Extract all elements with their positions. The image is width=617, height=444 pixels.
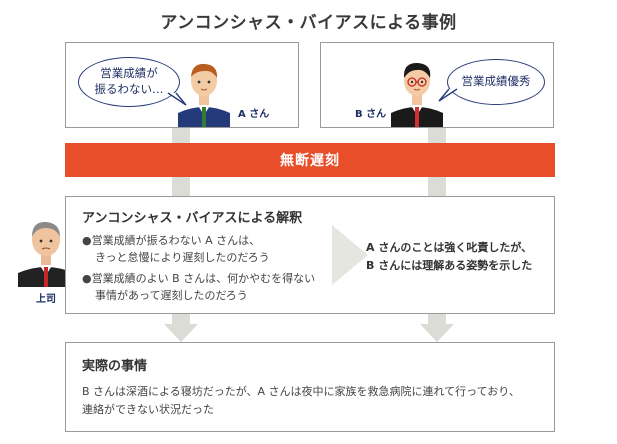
person-b-speech-bubble: 営業成績優秀 — [447, 59, 545, 105]
arrow-down-icon — [420, 324, 454, 342]
bubble-tail-icon — [167, 92, 187, 106]
fact-title: 実際の事情 — [82, 359, 148, 374]
boss-avatar — [18, 221, 74, 287]
connector-b-bottom — [428, 313, 446, 327]
boss-label: 上司 — [36, 294, 56, 305]
interpretation-panel: アンコンシャス・バイアスによる解釈 ●営業成績が振るわない A さんは、 きっと… — [65, 196, 555, 314]
person-a-speech-bubble: 営業成績が 振るわない… — [78, 57, 180, 107]
result-line-1: A さんのことは強く叱責したが、 — [366, 241, 533, 254]
interpretation-title: アンコンシャス・バイアスによる解釈 — [82, 211, 303, 226]
interpretation-bullet-a: ●営業成績が振るわない A さんは、 きっと怠慢により遅刻したのだろう — [82, 232, 270, 266]
bullet-a-line-2: きっと怠慢により遅刻したのだろう — [95, 251, 270, 265]
connector-a-bottom — [172, 313, 190, 327]
fact-line-1: B さんは深酒による寝坊だったが、A さんは夜中に家族を救急病院に連れて行ってお… — [82, 385, 520, 398]
fact-line-2: 連絡ができない状況だった — [82, 402, 214, 416]
person-b-panel: B さん 営業成績優秀 — [320, 42, 554, 128]
person-b-avatar — [391, 62, 443, 127]
person-b-label: B さん — [355, 109, 387, 120]
person-b-bubble-line-1: 営業成績優秀 — [461, 74, 531, 89]
arrow-down-icon — [164, 324, 198, 342]
person-a-panel: 営業成績が 振るわない… A さん — [65, 42, 299, 128]
event-banner: 無断遅刻 — [65, 143, 555, 177]
person-a-label: A さん — [238, 109, 270, 120]
fact-panel: 実際の事情 B さんは深酒による寝坊だったが、A さんは夜中に家族を救急病院に連… — [65, 342, 555, 432]
person-a-bubble-line-1: 営業成績が — [100, 66, 158, 81]
interpretation-result: A さんのことは強く叱責したが、 B さんには理解ある姿勢を示した — [366, 239, 532, 274]
result-line-2: B さんには理解ある姿勢を示した — [366, 258, 533, 272]
person-a-bubble-line-2: 振るわない… — [94, 82, 164, 96]
chevron-right-icon — [332, 225, 368, 285]
bullet-b-line-2: 事情があって遅刻したのだろう — [95, 289, 248, 303]
interpretation-bullet-b: ●営業成績のよい B さんは、何かやむを得ない 事情があって遅刻したのだろう — [82, 270, 315, 304]
fact-text: B さんは深酒による寝坊だったが、A さんは夜中に家族を救急病院に連れて行ってお… — [82, 383, 547, 418]
bullet-a-line-1: ●営業成績が振るわない A さんは、 — [82, 234, 261, 247]
person-a-avatar — [178, 63, 230, 127]
diagram-title: アンコンシャス・バイアスによる事例 — [160, 13, 457, 33]
bubble-tail-icon — [438, 88, 458, 102]
bullet-b-line-1: ●営業成績のよい B さんは、何かやむを得ない — [82, 272, 316, 285]
